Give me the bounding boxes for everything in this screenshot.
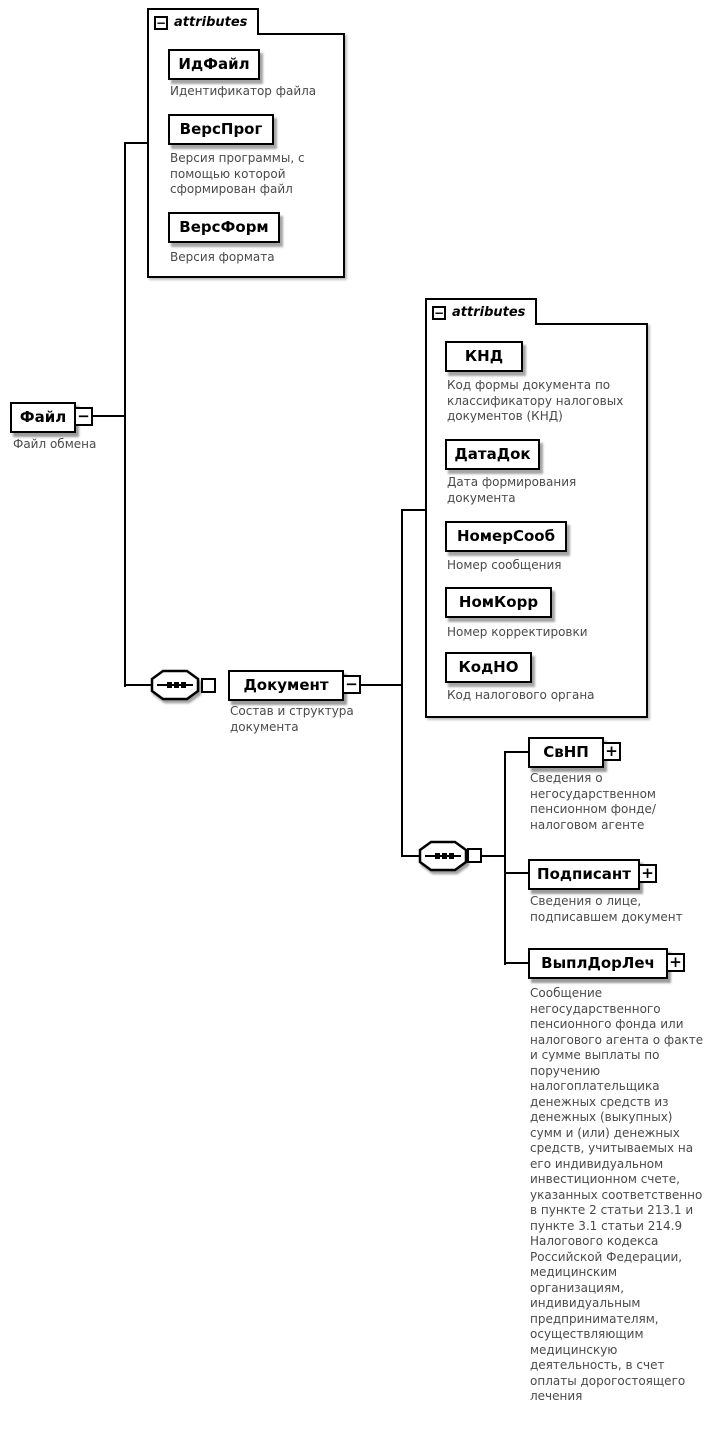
connector-line	[401, 509, 403, 857]
attribute-versprog: ВерсПрог	[168, 114, 274, 145]
file-attributes-header: − attributes	[147, 8, 260, 35]
attributes-header-label: attributes	[452, 305, 526, 320]
collapse-toggle-document[interactable]: −	[342, 675, 361, 694]
sequence-handle	[467, 848, 482, 863]
document-annotation: Состав и структура документа	[230, 704, 354, 734]
sequence-icon	[418, 840, 468, 876]
document-attributes-header: − attributes	[425, 298, 538, 325]
connector-line	[504, 872, 530, 874]
attribute-nomkorr: НомКорр	[445, 587, 552, 618]
collapse-toggle-file[interactable]: −	[74, 407, 93, 426]
attribute-datadok: ДатаДок	[445, 439, 540, 470]
connector-line	[401, 509, 427, 511]
file-annotation: Файл обмена	[13, 437, 97, 451]
attribute-nomersoob: НомерСооб	[445, 521, 567, 552]
attribute-kodno-annotation: Код налогового органа	[447, 688, 595, 702]
connector-line	[124, 684, 154, 686]
podpisant-annotation: Сведения о лице, подписавшем документ	[530, 894, 683, 924]
sequence-handle	[201, 678, 216, 693]
connector-line	[124, 142, 126, 687]
connector-line	[482, 855, 506, 857]
connector-line	[504, 962, 530, 964]
attribute-knd: КНД	[445, 341, 523, 372]
attribute-versprog-annotation: Версия программы, с помощью которой сфор…	[170, 151, 305, 196]
attribute-versform-annotation: Версия формата	[170, 250, 275, 264]
connector-line	[359, 684, 403, 686]
connector-line	[91, 415, 126, 417]
attribute-knd-annotation: Код формы документа по классификатору на…	[447, 378, 624, 423]
attribute-idfail: ИдФайл	[168, 49, 260, 80]
vypldorlech-annotation: Сообщение негосударственного пенсионного…	[530, 986, 704, 1403]
svnp-annotation: Сведения о негосударственном пенсионном …	[530, 771, 656, 832]
element-document: Документ	[228, 670, 344, 701]
attributes-header-label: attributes	[174, 15, 248, 30]
expand-toggle-svnp[interactable]: +	[602, 742, 621, 761]
collapse-icon[interactable]: −	[432, 305, 446, 320]
element-vypldorlech: ВыплДорЛеч	[528, 948, 668, 979]
connector-line	[124, 142, 149, 144]
attribute-nomkorr-annotation: Номер корректировки	[447, 625, 588, 639]
connector-line	[401, 855, 422, 857]
expand-toggle-podpisant[interactable]: +	[638, 864, 657, 883]
connector-line	[504, 751, 530, 753]
expand-toggle-vypldorlech[interactable]: +	[666, 953, 685, 972]
collapse-icon[interactable]: −	[154, 15, 168, 30]
element-file: Файл	[10, 402, 76, 433]
sequence-icon	[150, 669, 200, 705]
connector-line	[504, 751, 506, 965]
attribute-datadok-annotation: Дата формирования документа	[447, 475, 577, 505]
attribute-kodno: КодНО	[445, 652, 532, 683]
element-podpisant: Подписант	[528, 859, 640, 890]
attribute-nomersoob-annotation: Номер сообщения	[447, 558, 562, 572]
attribute-versform: ВерсФорм	[168, 212, 280, 243]
element-svnp: СвНП	[528, 737, 604, 768]
attribute-idfail-annotation: Идентификатор файла	[170, 84, 317, 98]
